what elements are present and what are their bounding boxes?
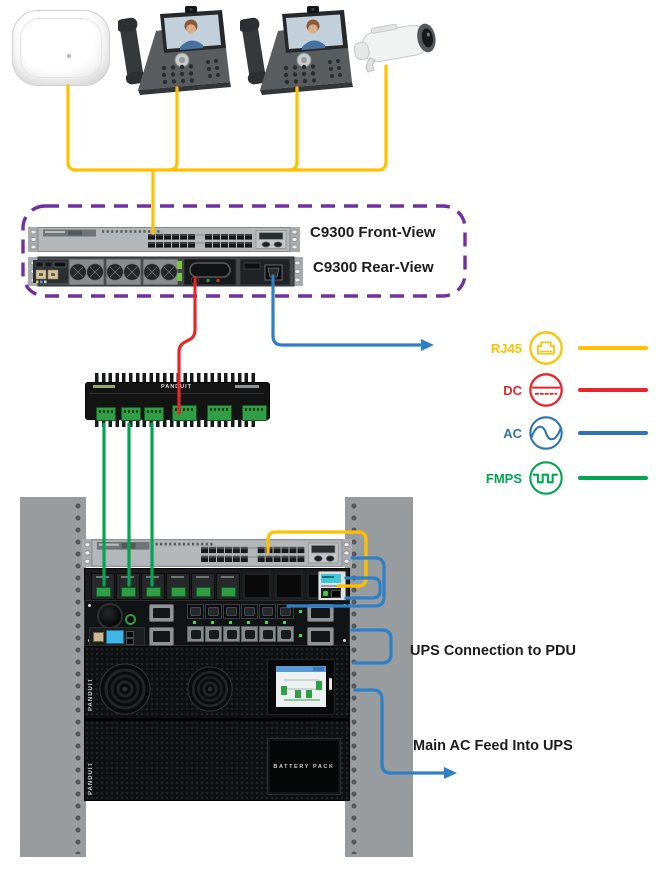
ups-brand-label: PANDUIT: [88, 677, 94, 711]
legend-line-dc: [578, 388, 648, 392]
ac-arrowhead: [444, 767, 457, 779]
fmps-icon: [529, 461, 563, 495]
ac-icon: [529, 416, 563, 450]
gateway-module: [318, 571, 346, 601]
receiver-module: [191, 573, 215, 600]
rj45-cable: [66, 84, 379, 172]
legend-label-dc: DC: [503, 382, 522, 398]
battery-front-panel: BATTERY PACK: [267, 738, 341, 795]
wireless-access-point: [12, 10, 110, 86]
legend-label-ac: AC: [503, 425, 522, 441]
rj45-cable: [167, 86, 179, 172]
c19-outlet: [307, 604, 334, 622]
rj45-port: [331, 590, 341, 598]
receiver-module: [116, 573, 140, 600]
battery-brand-label: PANDUIT: [88, 761, 94, 795]
ups-lcd-screen: [276, 666, 326, 707]
label-sticker: [235, 385, 259, 388]
c13-outlet: [205, 626, 222, 642]
legend-line-rj45: [578, 346, 648, 350]
status-led-ring: [125, 614, 136, 625]
legend-label-fmps: FMPS: [485, 470, 522, 486]
battery-pack: PANDUIT BATTERY PACK: [84, 719, 350, 801]
heatsink-fins-top: [95, 373, 258, 383]
receiver-module: [216, 573, 240, 600]
divider: [89, 393, 264, 394]
ups-fan-right: [187, 666, 233, 712]
rj45-icon: [529, 331, 563, 365]
legend-row-dc: DC: [462, 371, 667, 409]
rack-switch: [82, 538, 352, 568]
receiver-module: [91, 573, 115, 600]
rack-rail-right: [345, 497, 413, 857]
ups-button: [329, 678, 332, 690]
c13-outlet: [187, 604, 204, 619]
ac-arrowhead: [421, 339, 434, 351]
rj45-cable: [287, 86, 299, 172]
fmps-brand-label: PANDUIT: [160, 384, 193, 390]
legend-row-fmps: FMPS: [462, 459, 667, 497]
fmps-input-terminal: [207, 405, 232, 421]
pdu: [84, 600, 350, 646]
label-sticker: [93, 385, 115, 388]
rj45-cable: [376, 64, 388, 172]
rack-rail-left: [20, 497, 86, 857]
main-ac-feed-annotation: Main AC Feed Into UPS: [413, 738, 573, 754]
legend-line-ac: [578, 431, 648, 435]
empty-slot: [275, 573, 303, 599]
c19-outlet: [149, 604, 174, 622]
pdu-mgmt-block: [89, 627, 145, 646]
fmps-transmitter: PANDUIT: [85, 373, 270, 427]
legend-row-rj45: RJ45: [462, 329, 667, 367]
ups: PANDUIT: [84, 646, 350, 719]
c9300-rear-switch: [28, 254, 310, 289]
mgmt-rj45-port: [93, 632, 104, 642]
c19-outlet: [149, 627, 174, 646]
ups-lcd-bezel: [267, 659, 335, 715]
ip-camera: [348, 12, 448, 76]
c13-outlet: [241, 604, 258, 619]
c9300-rear-view-label: C9300 Rear-View: [313, 259, 434, 276]
fmps-output-terminal: [144, 407, 164, 421]
ups-to-pdu-annotation: UPS Connection to PDU: [410, 643, 576, 659]
c13-outlet: [187, 626, 204, 642]
c9300-front-view-label: C9300 Front-View: [310, 224, 436, 241]
rack-holes-left: [72, 500, 84, 854]
dc-icon: [529, 373, 563, 407]
receiver-module: [141, 573, 165, 600]
c13-outlet: [277, 604, 294, 619]
c9300-front-switch: [28, 226, 300, 253]
c13-outlet: [205, 604, 222, 619]
ip-video-phone-2: [240, 6, 358, 96]
breaker-button: [97, 603, 123, 629]
c19-outlet: [307, 627, 334, 646]
rj45-cables: [66, 64, 388, 588]
ip-video-phone-1: [118, 6, 236, 96]
c13-outlet: [223, 604, 240, 619]
fmps-input-terminal: [242, 405, 267, 421]
legend-line-fmps: [578, 476, 648, 480]
heatsink-fins-bottom: [95, 417, 258, 427]
gateway-port-area: [321, 588, 341, 598]
fmps-output-terminal: [96, 407, 116, 421]
mgmt-display: [106, 630, 124, 644]
c13-outlet: [277, 626, 294, 642]
empty-slot: [243, 573, 271, 599]
fmps-output-terminal: [121, 407, 141, 421]
battery-pack-label: BATTERY PACK: [273, 763, 335, 770]
c13-outlet: [241, 626, 258, 642]
fmps-input-terminal: [172, 405, 197, 421]
ups-fan-left: [99, 663, 151, 715]
receiver-module: [166, 573, 190, 600]
c13-outlet: [259, 604, 276, 619]
legend-row-ac: AC: [462, 414, 667, 452]
c13-outlet: [223, 626, 240, 642]
legend-label-rj45: RJ45: [490, 340, 522, 356]
c13-outlet: [259, 626, 276, 642]
fmps-receiver-panel: [84, 568, 350, 601]
